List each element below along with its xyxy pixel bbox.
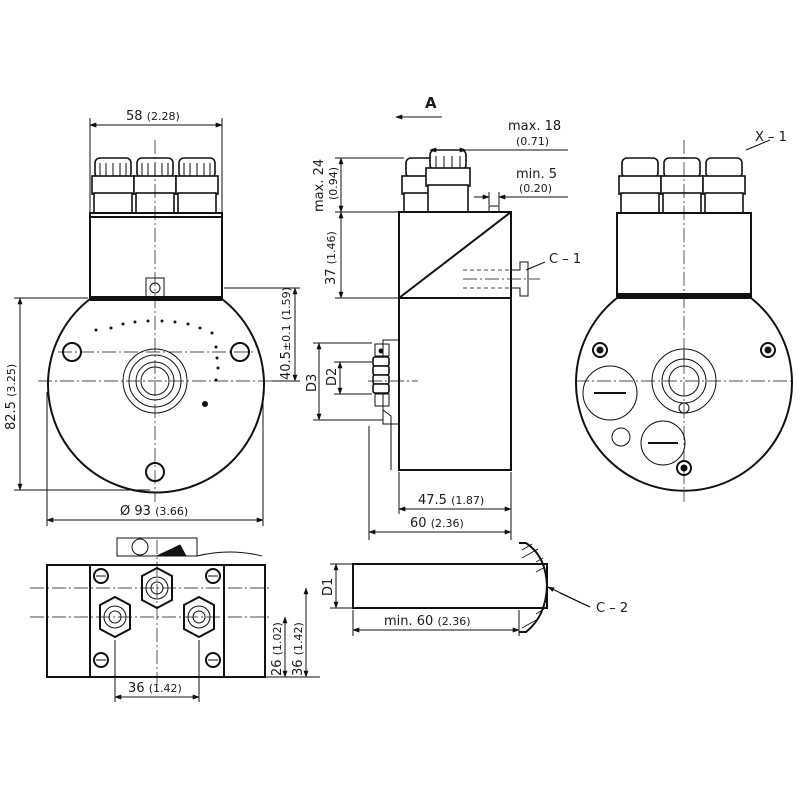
diameter-dim-inch: (3.66) bbox=[155, 505, 188, 518]
shaft-collar bbox=[519, 542, 549, 633]
label-x1: X – 1 bbox=[755, 130, 787, 145]
center-height-inch: (1.59) bbox=[280, 287, 293, 320]
dim-26: 26 bbox=[270, 659, 285, 676]
svg-text:40.5±0.1 (1.59): 40.5±0.1 (1.59) bbox=[279, 287, 294, 380]
shaft-view: D1 min. 60 (2.36) C – 2 bbox=[321, 542, 628, 636]
cable-glands-side bbox=[401, 149, 471, 213]
min-dim: min. 5 bbox=[516, 167, 557, 182]
max-dim-inch: (0.71) bbox=[516, 135, 549, 148]
svg-text:47.5 (1.87): 47.5 (1.87) bbox=[418, 493, 484, 508]
min-dim-inch: (0.20) bbox=[519, 182, 552, 195]
svg-text:37 (1.46): 37 (1.46) bbox=[324, 231, 339, 285]
connection-housing-front bbox=[89, 212, 223, 300]
gland-height-inch: (0.94) bbox=[327, 167, 340, 200]
center-height-tol: ±0.1 bbox=[280, 324, 293, 351]
gland bbox=[175, 157, 219, 214]
svg-text:min. 60 (2.36): min. 60 (2.36) bbox=[384, 614, 471, 629]
label-c2: C – 2 bbox=[596, 601, 628, 616]
dimensions-side: max. 24 (0.94) 37 (1.46) max. 18 (0.71) … bbox=[305, 119, 581, 540]
dimensions-front: 58 (2.28) Ø 93 (3.66) 82.5 (3.25) 40.5±0… bbox=[4, 109, 300, 526]
shaft bbox=[352, 563, 548, 609]
body-side bbox=[398, 297, 512, 471]
svg-text:60 (2.36): 60 (2.36) bbox=[410, 516, 464, 531]
top-width-dim: 36 bbox=[128, 681, 145, 696]
hub-side bbox=[372, 339, 400, 470]
flange-front bbox=[47, 298, 265, 494]
max-dim: max. 18 bbox=[508, 119, 561, 134]
label-d1: D1 bbox=[321, 578, 336, 596]
front-width-dim: 58 bbox=[126, 109, 143, 124]
label-c1: C – 1 bbox=[549, 252, 581, 267]
height-dim: 82.5 bbox=[4, 401, 19, 430]
led-dots bbox=[94, 319, 220, 382]
connector-c1 bbox=[511, 261, 529, 297]
top-view bbox=[30, 537, 272, 690]
center-height-dim: 40.5 bbox=[279, 351, 294, 380]
housing-height-dim: 37 bbox=[324, 268, 339, 285]
min-length-inch: (2.36) bbox=[437, 615, 470, 628]
housing-height-inch: (1.46) bbox=[325, 231, 338, 264]
min-length-dim: min. 60 bbox=[384, 614, 433, 629]
flange-rear bbox=[575, 297, 793, 492]
dim-36: 36 bbox=[291, 659, 306, 676]
dim-36-inch: (1.42) bbox=[292, 622, 305, 655]
label-d2: D2 bbox=[325, 368, 340, 386]
cable-glands-rear bbox=[618, 157, 746, 214]
view-arrow-label: A bbox=[425, 94, 437, 112]
svg-text:26 (1.02): 26 (1.02) bbox=[270, 622, 285, 676]
dim-26-inch: (1.02) bbox=[271, 622, 284, 655]
svg-text:82.5 (3.25): 82.5 (3.25) bbox=[4, 364, 19, 430]
height-dim-inch: (3.25) bbox=[5, 364, 18, 397]
dimensions-top: 36 (1.42) 26 (1.02) 36 (1.42) bbox=[114, 587, 320, 702]
top-width-dim-inch: (1.42) bbox=[149, 682, 182, 695]
svg-text:36 (1.42): 36 (1.42) bbox=[291, 622, 306, 676]
svg-text:Ø 93 (3.66): Ø 93 (3.66) bbox=[120, 504, 188, 519]
gland bbox=[91, 157, 135, 214]
gland-height-dim: max. 24 bbox=[312, 159, 327, 212]
front-width-dim-inch: (2.28) bbox=[147, 110, 180, 123]
rear-view: X – 1 bbox=[575, 130, 795, 502]
svg-text:58 (2.28): 58 (2.28) bbox=[126, 109, 180, 124]
label-d3: D3 bbox=[305, 374, 320, 392]
total-depth-dim: 60 bbox=[410, 516, 427, 531]
svg-text:36 (1.42): 36 (1.42) bbox=[128, 681, 182, 696]
depth-dim-inch: (1.87) bbox=[451, 494, 484, 507]
diameter-dim: Ø 93 bbox=[120, 504, 151, 519]
front-view bbox=[38, 140, 272, 502]
total-depth-inch: (2.36) bbox=[431, 517, 464, 530]
depth-dim: 47.5 bbox=[418, 493, 447, 508]
screws-top bbox=[93, 568, 221, 668]
